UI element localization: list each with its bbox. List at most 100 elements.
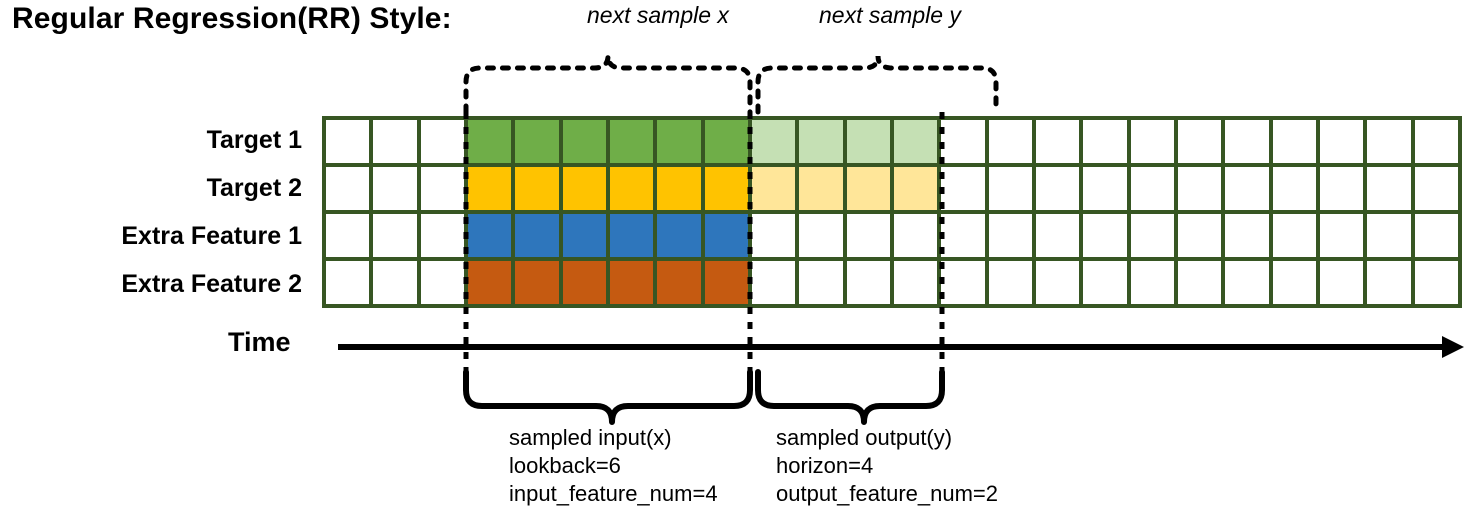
grid-cell bbox=[988, 261, 1032, 304]
grid-cell bbox=[1225, 120, 1269, 163]
grid-cell bbox=[941, 214, 985, 257]
time-axis-line bbox=[338, 344, 1450, 350]
grid-cell bbox=[1035, 120, 1080, 163]
grid-cell bbox=[467, 261, 512, 304]
grid-cell bbox=[1414, 120, 1458, 163]
grid-cell bbox=[467, 167, 512, 210]
grid-cell bbox=[1130, 120, 1174, 163]
grid-cell bbox=[1035, 214, 1080, 257]
grid-cell bbox=[1083, 167, 1127, 210]
grid-cell bbox=[751, 214, 796, 257]
grid-cell bbox=[1367, 214, 1411, 257]
grid-cell bbox=[751, 167, 796, 210]
brace-next-sample-x bbox=[463, 55, 753, 115]
caption-sampled-input-line1: sampled input(x) bbox=[509, 425, 672, 450]
grid-cell bbox=[609, 120, 654, 163]
grid-cell bbox=[846, 167, 890, 210]
grid-cell bbox=[515, 167, 559, 210]
grid-cell bbox=[941, 120, 985, 163]
grid-cell bbox=[1367, 261, 1411, 304]
grid-cell bbox=[1272, 261, 1316, 304]
grid-cell bbox=[1130, 167, 1174, 210]
grid-cell bbox=[1414, 167, 1458, 210]
grid-cell bbox=[373, 261, 417, 304]
grid-cell bbox=[799, 120, 843, 163]
caption-sampled-output: sampled output(y) horizon=4 output_featu… bbox=[776, 424, 998, 508]
grid-cell bbox=[751, 261, 796, 304]
caption-sampled-output-line1: sampled output(y) bbox=[776, 425, 953, 450]
grid-cell bbox=[1083, 214, 1127, 257]
grid-cell bbox=[515, 214, 559, 257]
brace-sampled-input bbox=[463, 369, 753, 425]
grid-cell bbox=[657, 214, 701, 257]
grid-cell bbox=[988, 214, 1032, 257]
grid-cell bbox=[1272, 167, 1316, 210]
grid-cell bbox=[751, 120, 796, 163]
grid-cell bbox=[1083, 120, 1127, 163]
grid-cell bbox=[988, 167, 1032, 210]
grid-cell bbox=[1225, 167, 1269, 210]
grid-cell bbox=[326, 214, 370, 257]
grid-cell bbox=[1177, 214, 1222, 257]
grid-cell bbox=[609, 261, 654, 304]
grid-cell bbox=[609, 167, 654, 210]
row-label-target-2: Target 2 bbox=[206, 174, 302, 202]
grid-cell bbox=[657, 261, 701, 304]
grid-cell bbox=[1272, 214, 1316, 257]
grid-cell bbox=[988, 120, 1032, 163]
caption-sampled-output-line3: output_feature_num=2 bbox=[776, 481, 999, 506]
grid-cell bbox=[515, 120, 559, 163]
grid-cell bbox=[1083, 261, 1127, 304]
grid-cell bbox=[704, 214, 748, 257]
grid-cell bbox=[1177, 261, 1222, 304]
grid-cell bbox=[893, 167, 938, 210]
grid-cell bbox=[1367, 167, 1411, 210]
grid-cell bbox=[1414, 214, 1458, 257]
grid-cell bbox=[893, 214, 938, 257]
grid-cell bbox=[799, 261, 843, 304]
caption-sampled-input-line3: input_feature_num=4 bbox=[509, 481, 718, 506]
grid-cell bbox=[704, 261, 748, 304]
time-axis-label: Time bbox=[228, 327, 291, 357]
grid-cell bbox=[1272, 120, 1316, 163]
grid-cell bbox=[326, 120, 370, 163]
grid-cell bbox=[893, 120, 938, 163]
grid-cell bbox=[1035, 167, 1080, 210]
grid-cell bbox=[562, 120, 606, 163]
grid-cell bbox=[846, 120, 890, 163]
grid-cell bbox=[467, 120, 512, 163]
caption-sampled-output-line2: horizon=4 bbox=[776, 453, 874, 478]
grid-cell bbox=[846, 261, 890, 304]
row-label-target-1: Target 1 bbox=[206, 126, 302, 154]
grid-cell bbox=[562, 261, 606, 304]
caption-next-sample-x: next sample x bbox=[587, 2, 729, 28]
grid-cell bbox=[326, 261, 370, 304]
grid-cell bbox=[1319, 120, 1364, 163]
timeseries-grid bbox=[322, 116, 1462, 308]
grid-cell bbox=[326, 167, 370, 210]
caption-next-sample-y: next sample y bbox=[819, 2, 961, 28]
grid-cell bbox=[704, 167, 748, 210]
grid-cell bbox=[420, 120, 464, 163]
grid-cell bbox=[657, 120, 701, 163]
grid-cell bbox=[373, 120, 417, 163]
grid-cell bbox=[1319, 167, 1364, 210]
grid-cell bbox=[562, 214, 606, 257]
grid-cell bbox=[1319, 261, 1364, 304]
grid-cell bbox=[657, 167, 701, 210]
grid-cell bbox=[1319, 214, 1364, 257]
caption-sampled-input: sampled input(x) lookback=6 input_featur… bbox=[509, 424, 718, 508]
brace-sampled-output bbox=[755, 369, 945, 425]
grid-cell bbox=[1130, 261, 1174, 304]
grid-cell bbox=[846, 214, 890, 257]
grid-cell bbox=[704, 120, 748, 163]
row-label-extra-feature-1: Extra Feature 1 bbox=[121, 222, 302, 250]
grid-cell bbox=[373, 214, 417, 257]
grid-cell bbox=[1367, 120, 1411, 163]
grid-cell bbox=[420, 261, 464, 304]
grid-cell bbox=[515, 261, 559, 304]
row-label-extra-feature-2: Extra Feature 2 bbox=[121, 270, 302, 298]
grid-cell bbox=[1035, 261, 1080, 304]
time-axis-arrowhead bbox=[1442, 336, 1464, 358]
grid-cell bbox=[941, 167, 985, 210]
